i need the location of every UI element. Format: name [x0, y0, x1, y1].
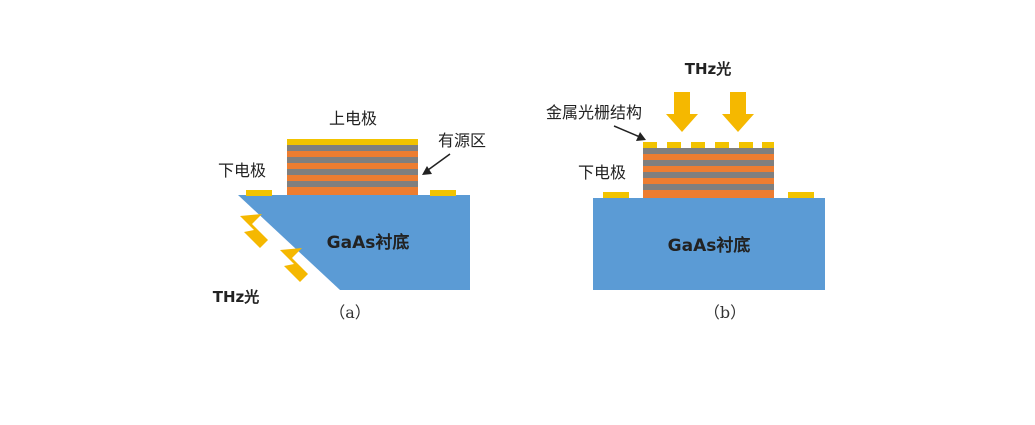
panel-a: GaAs衬底 上电极 下电极 有源区 THz光 （a） [213, 109, 486, 322]
caption-b: （b） [704, 303, 746, 322]
thz-arrow-b-2 [722, 92, 754, 132]
active-region-a-label: 有源区 [438, 131, 486, 150]
thz-arrow-a-1 [240, 214, 268, 248]
bottom-electrode-a-label: 下电极 [218, 161, 266, 180]
thz-light-b-label: THz光 [685, 60, 732, 78]
active-region-stack-b [643, 148, 774, 198]
panel-b: GaAs衬底 金属光栅结构 下电极 [546, 60, 825, 322]
caption-a: （a） [329, 303, 371, 322]
active-region-stack-a [287, 145, 418, 195]
substrate-b [593, 198, 825, 290]
bottom-electrode-b-left [603, 192, 629, 198]
thz-arrow-a-2 [280, 248, 308, 282]
grating-b-label: 金属光栅结构 [546, 103, 642, 122]
active-region-a-pointer-head [422, 166, 432, 175]
metal-grating-b [643, 142, 774, 148]
bottom-electrode-b-label: 下电极 [578, 163, 626, 182]
active-region-a-pointer [427, 153, 451, 171]
bottom-electrode-a-right [430, 190, 456, 196]
bottom-electrode-b-right [788, 192, 814, 198]
top-electrode-a-label: 上电极 [329, 109, 377, 128]
substrate-b-label: GaAs衬底 [668, 235, 751, 256]
grating-b-pointer-head [636, 132, 646, 141]
grating-b-pointer [613, 125, 641, 138]
bottom-electrode-a-left [246, 190, 272, 196]
top-electrode-a [287, 139, 418, 145]
thz-light-a-label: THz光 [213, 288, 260, 306]
thz-arrow-b-1 [666, 92, 698, 132]
substrate-a-label: GaAs衬底 [327, 232, 410, 253]
substrate-a [238, 195, 470, 290]
